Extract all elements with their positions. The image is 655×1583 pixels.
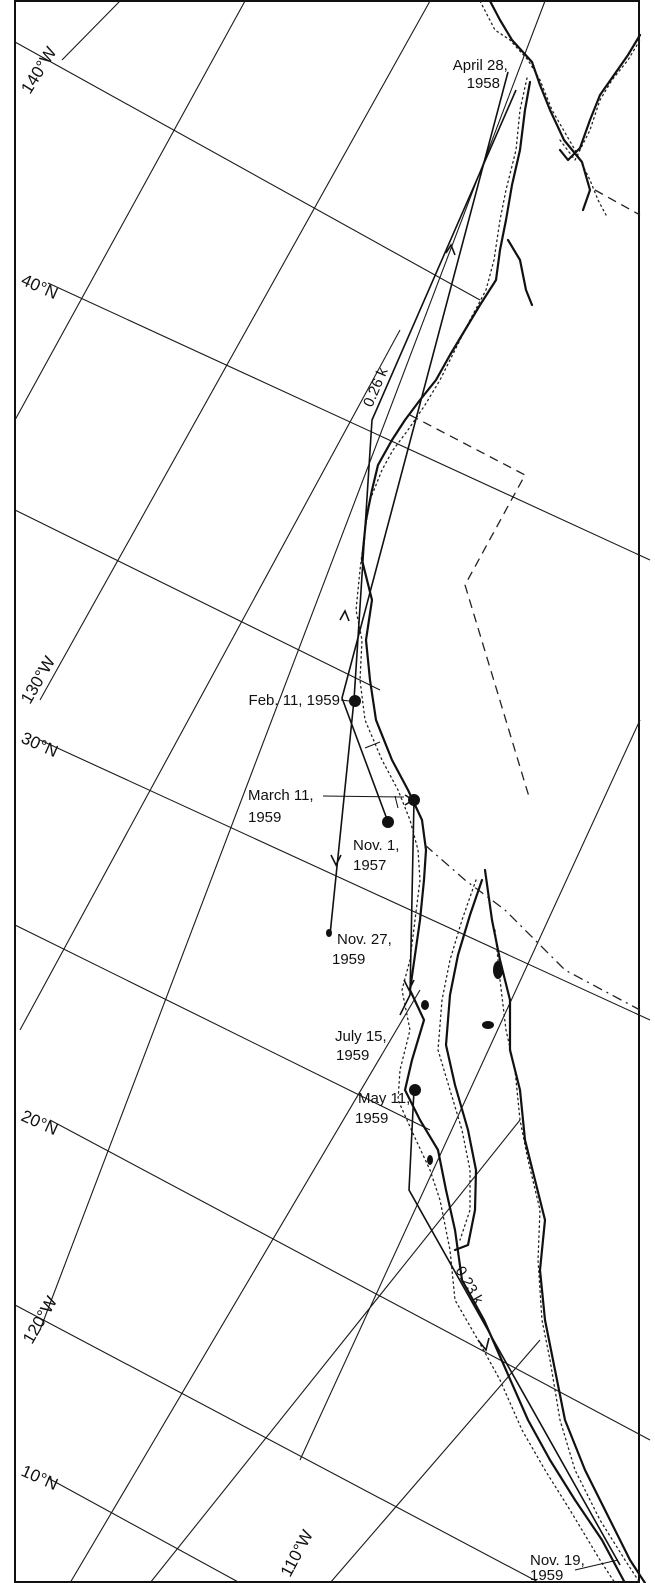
label-mar11-1959: March 11, 1959	[248, 787, 318, 826]
lat-10-line	[47, 1477, 241, 1583]
lon-140-line	[61, 0, 121, 61]
label-130w: 130°W	[17, 653, 59, 707]
coast-inland-channel	[506, 238, 534, 307]
island	[421, 1000, 429, 1010]
arrow	[339, 609, 350, 622]
arrow	[445, 243, 456, 256]
coast-mainland-mexico	[483, 868, 647, 1583]
label-140w: 140°W	[17, 44, 60, 98]
arrow	[403, 979, 415, 992]
latitude-extensions	[14, 41, 541, 1583]
lon-110-line	[299, 719, 641, 1461]
label-120w: 120°W	[19, 1293, 61, 1347]
lon-120-line	[39, 0, 546, 1331]
point-nov27	[326, 929, 332, 937]
speed-label-south: 0.23 k	[452, 1264, 487, 1308]
latitude-lines	[39, 282, 651, 1583]
track-may11-to-nov19	[408, 1089, 621, 1566]
borders	[409, 189, 641, 1011]
label-apr28-1958: April 28, 1958	[453, 57, 512, 92]
label-30n: 30°N	[18, 728, 60, 761]
point-feb11-1959	[349, 695, 361, 707]
track-apr28-to-feb11	[353, 89, 517, 701]
island	[427, 1155, 433, 1165]
label-may11-1959: May 11, 1959	[355, 1090, 414, 1127]
coast-mainland	[360, 80, 627, 1583]
lat-40-line	[47, 282, 651, 561]
leader-lines	[322, 699, 619, 1571]
shelf-outline	[355, 0, 641, 1583]
state-border-nw	[409, 414, 531, 801]
island	[493, 961, 503, 979]
label-feb11-1959: Feb. 11, 1959	[249, 692, 340, 709]
point-may11-1959	[409, 1084, 421, 1096]
coast-tail-border	[594, 189, 641, 216]
coast-island-vancouver	[558, 33, 642, 162]
coast-north	[488, 0, 592, 212]
position-labels: April 28, 1958 Feb. 11, 1959 March 11, 1…	[248, 57, 589, 1583]
label-nov19-1959: Nov. 19, 1959	[530, 1552, 589, 1583]
label-10n: 10°N	[18, 1461, 60, 1494]
arrow	[477, 1337, 490, 1352]
label-40n: 40°N	[18, 270, 60, 303]
arrow	[330, 854, 342, 867]
lat-20-line	[49, 1119, 651, 1441]
label-nov1-1957: Nov. 1, 1957	[353, 837, 404, 874]
drift-tracks	[326, 71, 621, 1566]
label-110w: 110°W	[277, 1527, 317, 1580]
track-mar11-to-jul15	[399, 799, 415, 1016]
island	[482, 1021, 494, 1029]
map-frame	[14, 0, 640, 1583]
point-mar11-1959	[408, 794, 420, 806]
track-nov1-to-apr28	[341, 71, 509, 823]
coast-baja-west	[444, 878, 484, 1252]
track-feb11-to-nov27	[329, 699, 355, 936]
lat-30-line	[39, 739, 651, 1021]
longitude-lines	[14, 0, 641, 1583]
label-nov27-1959: Nov. 27, 1959	[332, 931, 396, 968]
national-border	[424, 844, 641, 1011]
label-jul15-1959: July 15, 1959	[335, 1028, 391, 1064]
point-nov1-1957	[382, 816, 394, 828]
coastline	[360, 0, 647, 1583]
label-20n: 20°N	[18, 1106, 60, 1139]
lon-130-line	[39, 0, 431, 701]
